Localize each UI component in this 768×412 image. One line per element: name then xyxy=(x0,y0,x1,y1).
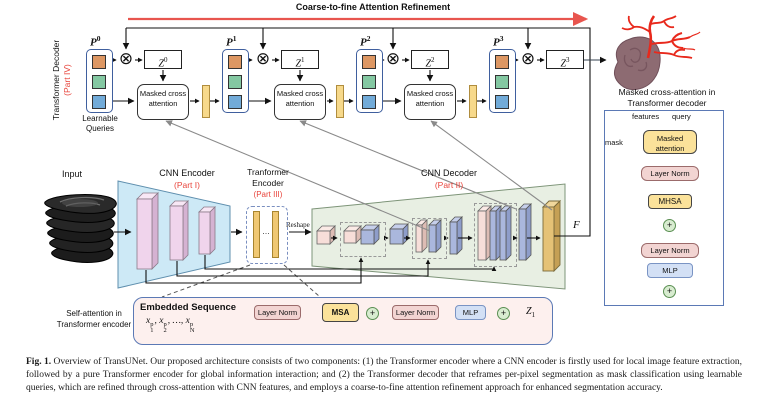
query-token-blue xyxy=(362,95,376,109)
query-token-green xyxy=(362,75,376,89)
query-token-orange xyxy=(92,55,106,69)
query-token-orange xyxy=(495,55,509,69)
msa-box: MSA xyxy=(322,303,359,322)
self-attention-side-label: Self-attention in Transformer encoder xyxy=(56,309,132,329)
cnn-encoder-region xyxy=(117,180,231,289)
p1-label: P1 xyxy=(226,34,237,49)
multiply-icon: ⊗ xyxy=(385,49,401,69)
zoom-cone-lines xyxy=(161,264,321,298)
caption-body: Overview of TransUNet. Our proposed arch… xyxy=(26,357,742,393)
z2-box: Z2 xyxy=(411,50,449,69)
residual-add-icon: + xyxy=(497,307,510,320)
mlp-box: MLP xyxy=(455,305,486,320)
input-label: Input xyxy=(62,169,83,179)
masked-cross-attention-2: Masked cross attention xyxy=(404,84,456,120)
learnable-queries-label: Learnable Queries xyxy=(82,114,118,133)
p3-label: P3 xyxy=(493,34,504,49)
cnn-decoder-region xyxy=(311,183,566,290)
mask-label: mask xyxy=(605,138,623,147)
masked-cross-attention-1: Masked cross attention xyxy=(274,84,326,120)
feature-bar-2 xyxy=(469,85,477,118)
query-stack-p0 xyxy=(86,49,113,113)
p2-label: P2 xyxy=(360,34,371,49)
input-image-stack xyxy=(44,194,117,263)
decoder-skip-group-1 xyxy=(340,222,386,257)
query-token-blue xyxy=(495,95,509,109)
heart-output-caption: Masked cross-attention in Transformer de… xyxy=(618,87,716,108)
z1-output-label: Z1 xyxy=(526,306,536,319)
transformer-encoder-label: Tranformer Encoder (Part III) xyxy=(247,167,289,199)
mhsa-box: MHSA xyxy=(648,194,692,209)
embedded-sequence-title: Embedded Sequence xyxy=(140,302,237,313)
token-bar xyxy=(253,211,260,258)
query-stack-p1 xyxy=(222,49,249,113)
heart-output-image xyxy=(613,15,701,91)
query-token-blue xyxy=(92,95,106,109)
masked-attention-box: Masked attention xyxy=(643,130,697,154)
z0-box: Z0 xyxy=(144,50,182,69)
decoder-skip-group-2 xyxy=(412,218,447,259)
multiply-icon: ⊗ xyxy=(520,49,536,69)
cnn-decoder-label: CNN Decoder (Part II) xyxy=(420,168,478,190)
ellipsis-label: … xyxy=(262,227,270,236)
query-token-green xyxy=(228,75,242,89)
query-stack-p3 xyxy=(489,49,516,113)
feature-bar-0 xyxy=(202,85,210,118)
masked-cross-attention-0: Masked cross attention xyxy=(137,84,189,120)
query-token-orange xyxy=(228,55,242,69)
transformer-encoder-box xyxy=(246,206,288,264)
layer-norm-box: Layer Norm xyxy=(641,243,699,258)
token-bar xyxy=(272,211,279,258)
residual-add-icon: + xyxy=(366,307,379,320)
residual-add-icon: + xyxy=(663,219,676,232)
query-token-orange xyxy=(362,55,376,69)
reshape-label: Reshape xyxy=(286,221,310,229)
f-feature-label: F xyxy=(573,219,580,231)
z3-box: Z3 xyxy=(546,50,584,69)
figure-caption: Fig. 1. Overview of TransUNet. Our propo… xyxy=(26,356,742,395)
feature-bar-1 xyxy=(336,85,344,118)
query-token-green xyxy=(92,75,106,89)
query-token-green xyxy=(495,75,509,89)
residual-add-icon: + xyxy=(663,285,676,298)
query-token-blue xyxy=(228,95,242,109)
multiply-icon: ⊗ xyxy=(118,49,134,69)
p0-label: P0 xyxy=(90,34,101,49)
layer-norm-box: Layer Norm xyxy=(392,305,439,320)
decoder-skip-group-3 xyxy=(474,203,517,267)
caption-tag: Fig. 1. xyxy=(26,357,52,367)
cnn-encoder-label: CNN Encoder (Part I) xyxy=(159,168,215,190)
z1-box: Z1 xyxy=(281,50,319,69)
features-label: features xyxy=(632,112,660,121)
side-label-text: Transformer Decoder xyxy=(51,39,61,121)
layer-norm-box: Layer Norm xyxy=(641,166,699,181)
mlp-box: MLP xyxy=(647,263,693,278)
query-stack-p2 xyxy=(356,49,383,113)
multiply-icon: ⊗ xyxy=(255,49,271,69)
query-label: query xyxy=(672,112,691,121)
refinement-title: Coarse-to-fine Attention Refinement xyxy=(295,2,451,12)
layer-norm-box: Layer Norm xyxy=(254,305,301,320)
decoder-feature-lines xyxy=(165,120,553,232)
